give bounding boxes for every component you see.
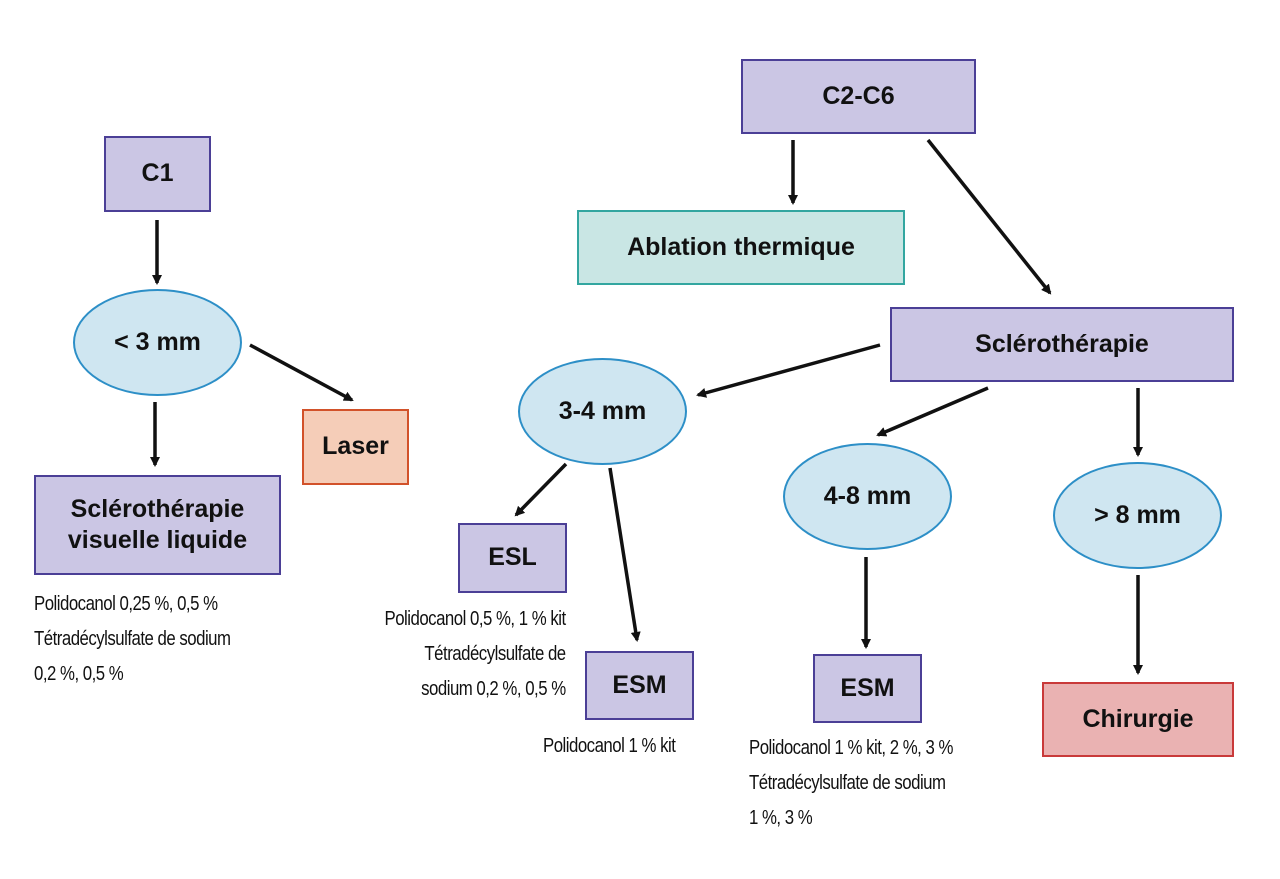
note-line: Tétradécylsulfate de sodium [34, 628, 231, 650]
note-line: Polidocanol 0,25 %, 0,5 % [34, 593, 218, 615]
node-greater-than-8mm: > 8 mm [1053, 462, 1222, 569]
note-esm-3-4mm: Polidocanol 1 % kit [543, 729, 676, 764]
note-line: Tétradécylsulfate de sodium [749, 772, 946, 794]
arrow-3-4mm-to-esl [514, 462, 568, 517]
arrow-sclero-to-3-4mm [696, 343, 881, 398]
note-line: sodium 0,2 %, 0,5 % [421, 678, 566, 700]
arrow-lt3mm-to-laser [249, 343, 354, 402]
node-ablation-thermique: Ablation thermique [577, 210, 905, 285]
node-esm-4-8mm: ESM [813, 654, 922, 723]
note-esl: Polidocanol 0,5 %, 1 % kit Tétradécylsul… [384, 602, 567, 707]
note-line: Polidocanol 1 % kit, 2 %, 3 % [749, 737, 953, 759]
node-esl: ESL [458, 523, 567, 593]
note-line: Tétradécylsulfate de [424, 643, 567, 665]
node-c1: C1 [104, 136, 211, 212]
node-sclerotherapie: Sclérothérapie [890, 307, 1234, 382]
node-4-8mm: 4-8 mm [783, 443, 952, 550]
arrow-3-4mm-to-esm1 [608, 467, 641, 642]
arrow-c2c6-to-sclero [926, 138, 1052, 295]
note-line: 1 %, 3 % [749, 807, 813, 829]
arrow-sclero-to-4-8mm [876, 386, 989, 437]
node-less-than-3mm: < 3 mm [73, 289, 242, 396]
note-sclerotherapie-visuelle-liquide: Polidocanol 0,25 %, 0,5 % Tétradécylsulf… [34, 587, 231, 692]
node-sclerotherapie-visuelle-liquide: Sclérothérapie visuelle liquide [34, 475, 281, 575]
note-line: 0,2 %, 0,5 % [34, 663, 124, 685]
node-chirurgie: Chirurgie [1042, 682, 1234, 757]
node-laser: Laser [302, 409, 409, 485]
note-line: Polidocanol 0,5 %, 1 % kit [384, 608, 567, 630]
note-line: Polidocanol 1 % kit [543, 735, 676, 757]
note-esm-4-8mm: Polidocanol 1 % kit, 2 %, 3 % Tétradécyl… [749, 731, 953, 836]
node-3-4mm: 3-4 mm [518, 358, 687, 465]
node-esm-3-4mm: ESM [585, 651, 694, 720]
node-c2-c6: C2-C6 [741, 59, 976, 134]
